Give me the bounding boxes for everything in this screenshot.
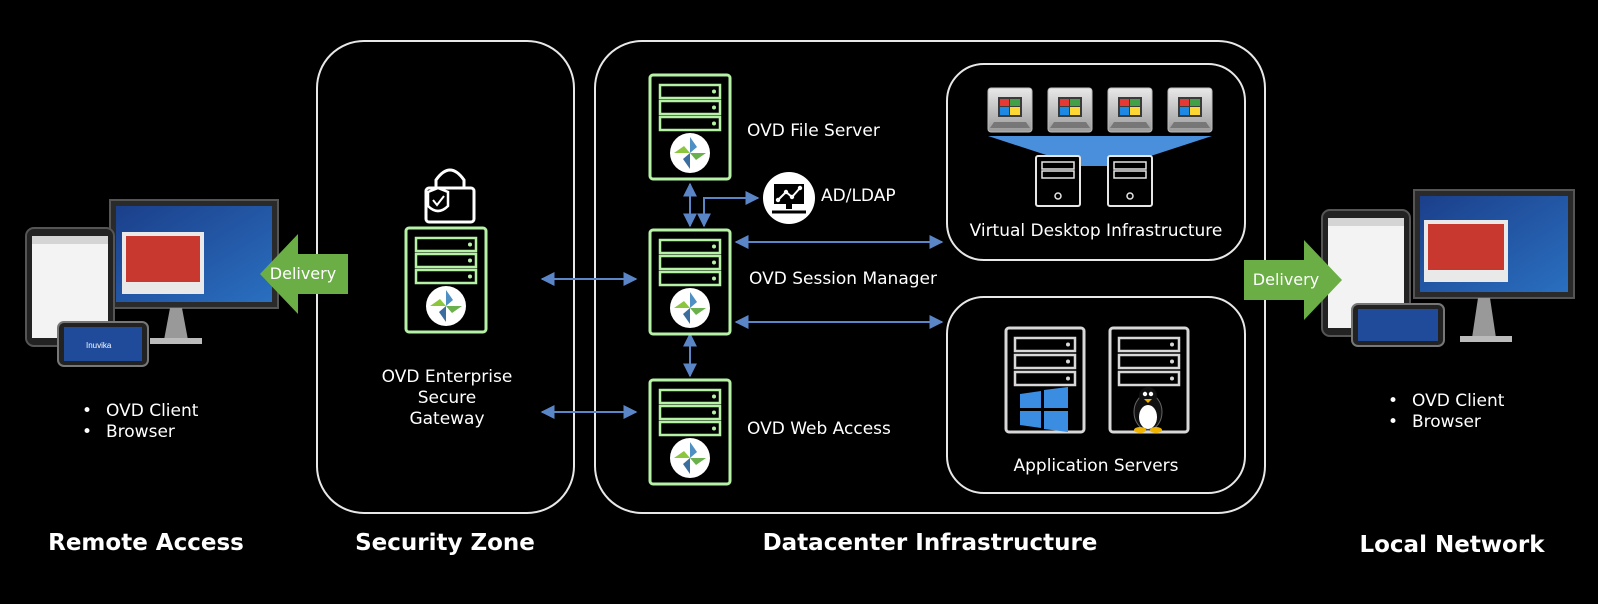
app-servers-graphic (1004, 326, 1190, 434)
gateway-label: OVD Enterprise Secure Gateway (367, 367, 527, 430)
file-server-label: OVD File Server (747, 121, 880, 141)
section-title-security-zone: Security Zone (355, 530, 535, 556)
remote-client-item: Browser (82, 422, 198, 443)
local-delivery-label: Delivery (1252, 270, 1320, 289)
session-manager-icon (648, 228, 732, 336)
app-servers-panel (946, 296, 1246, 494)
web-access-label: OVD Web Access (747, 419, 891, 439)
local-client-list: OVD Client Browser (1388, 391, 1504, 433)
section-title-remote-access: Remote Access (48, 530, 244, 556)
windows-logo-icon (1020, 387, 1068, 432)
local-devices-graphic (1321, 189, 1575, 347)
app-servers-label: Application Servers (1013, 456, 1179, 476)
remote-client-item: OVD Client (82, 401, 198, 422)
remote-delivery-label: Delivery (269, 264, 337, 283)
gateway-server-icon (404, 226, 488, 334)
gateway-label-line-2: Secure (417, 388, 477, 408)
gateway-label-line-1: OVD Enterprise (381, 367, 513, 387)
ldap-label: AD/LDAP (821, 186, 896, 206)
gateway-label-line-3: Gateway (409, 409, 485, 429)
connection-arrows (540, 182, 944, 419)
vdi-label: Virtual Desktop Infrastructure (969, 221, 1223, 241)
vdi-panel (946, 63, 1246, 261)
file-server-icon (648, 73, 732, 181)
remote-devices-graphic: Inuvika (25, 199, 279, 367)
remote-client-list: OVD Client Browser (82, 401, 198, 443)
ldap-icon (763, 172, 815, 224)
web-access-icon (648, 378, 732, 486)
linux-tux-icon (1133, 387, 1163, 433)
session-manager-label: OVD Session Manager (749, 269, 937, 289)
local-client-item: OVD Client (1388, 391, 1504, 412)
local-delivery-arrow (1244, 240, 1342, 320)
remote-tablet-brand: Inuvika (86, 341, 112, 350)
lock-shield-icon (424, 168, 476, 224)
vdi-graphic (987, 87, 1213, 207)
section-title-local-network: Local Network (1359, 532, 1545, 558)
remote-delivery-arrow (260, 234, 348, 314)
local-client-item: Browser (1388, 412, 1504, 433)
section-title-datacenter: Datacenter Infrastructure (762, 530, 1098, 556)
